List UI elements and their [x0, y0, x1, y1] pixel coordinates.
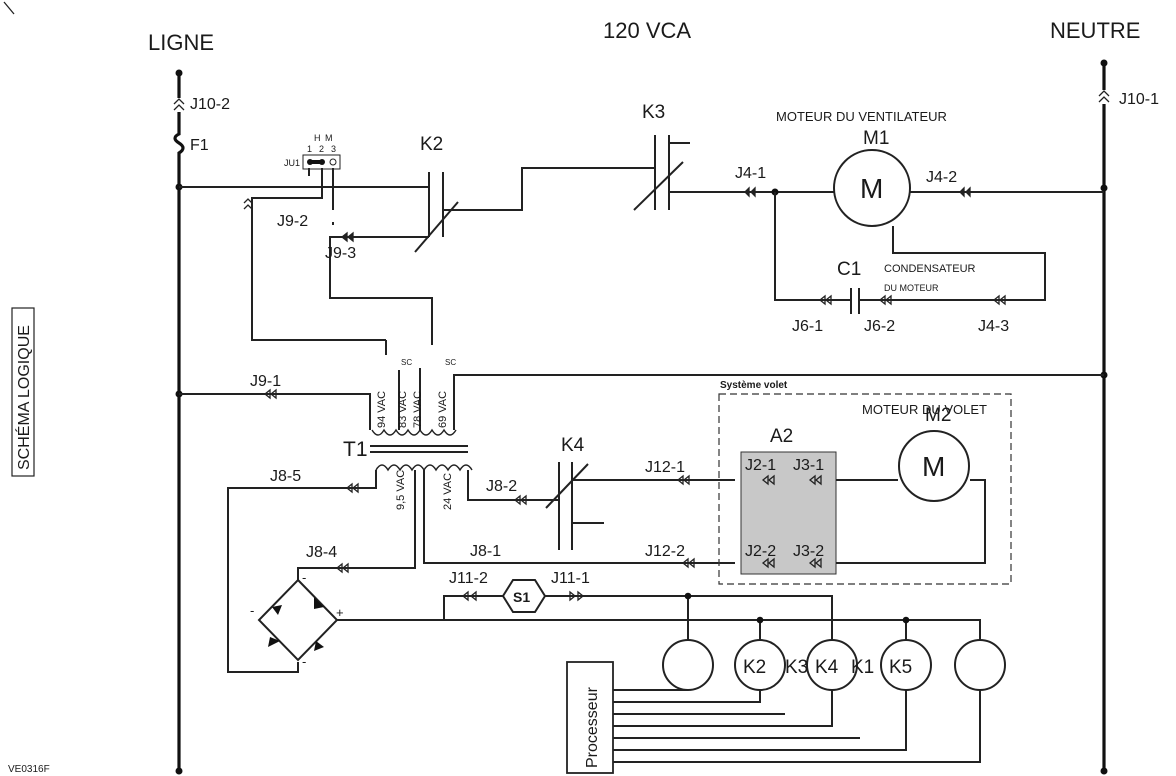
- label-j12-1: J12-1: [645, 459, 685, 476]
- side-label: SCHÉMA LOGIQUE: [14, 325, 33, 470]
- label-m1: M1: [863, 128, 889, 149]
- arrow-marks-a2: [761, 474, 822, 569]
- bridge-plus: +: [336, 605, 344, 620]
- header-neutre: NEUTRE: [1050, 18, 1140, 43]
- bridge-rectifier: [257, 578, 339, 662]
- processor-label: Processeur: [584, 686, 601, 768]
- label-j6-1: J6-1: [792, 318, 823, 335]
- label-k2: K2: [420, 134, 443, 155]
- arrow-marks-k3: [744, 186, 971, 198]
- label-damper-motor: MOTEUR DU VOLET: [862, 402, 987, 417]
- relay-label-k4: K4: [815, 657, 839, 678]
- processor-box: [566, 661, 614, 774]
- side-label-box: [11, 307, 35, 477]
- label-j2-1: J2-1: [745, 457, 776, 474]
- relay-label-k2: K2: [743, 657, 766, 678]
- label-ju1-p2: 2: [319, 144, 324, 154]
- label-sc-2: SC: [445, 358, 456, 367]
- corner-mark: [3, 1, 15, 15]
- m2-wiring: [836, 479, 986, 564]
- label-capacitor-l2: DU MOTEUR: [884, 283, 939, 293]
- top-wiring: [179, 167, 640, 355]
- relay-label-k5: K5: [889, 657, 912, 678]
- s1-sensor: [501, 579, 547, 613]
- label-j4-1: J4-1: [735, 165, 766, 182]
- m1-symbol: M: [860, 173, 883, 204]
- label-j10-1: J10-1: [1119, 91, 1159, 108]
- header-ligne: LIGNE: [148, 30, 214, 55]
- label-j12-2: J12-2: [645, 543, 685, 560]
- bridge-minus-bottom: -: [302, 654, 306, 669]
- label-ju1-p3: 3: [331, 144, 336, 154]
- label-j3-2: J3-2: [793, 543, 824, 560]
- tap-94: 94 VAC: [376, 391, 388, 428]
- label-ju1-h: H: [314, 133, 321, 143]
- label-j9-1: J9-1: [250, 373, 281, 390]
- label-j10-2: J10-2: [190, 96, 230, 113]
- tap-24: 24 VAC: [442, 473, 454, 510]
- a2-module: [740, 451, 837, 575]
- m2-damper-motor: [898, 430, 970, 502]
- label-capacitor-l1: CONDENSATEUR: [884, 263, 976, 275]
- arrow-j9-1: [263, 388, 277, 400]
- relay-label-k1: K1: [851, 657, 874, 678]
- tap-78: 78 VAC: [412, 391, 424, 428]
- tap-83: 83 VAC: [397, 391, 409, 428]
- label-j9-3: J9-3: [325, 245, 356, 262]
- m1-fan-motor: [833, 149, 911, 227]
- header-voltage: 120 VCA: [603, 18, 691, 43]
- secondary-wiring: [227, 470, 735, 673]
- label-fan-motor: MOTEUR DU VENTILATEUR: [776, 109, 947, 124]
- tap-69: 69 VAC: [437, 391, 449, 428]
- arrow-marks-s1: [461, 590, 585, 602]
- m2-symbol: M: [922, 451, 945, 482]
- label-a2: A2: [770, 426, 793, 447]
- bridge-minus-top: -: [302, 570, 306, 585]
- k4-contact: [545, 462, 604, 550]
- ju1-jumper: [302, 154, 341, 170]
- relay-label-k3: K3: [785, 657, 808, 678]
- label-k4-top: K4: [561, 435, 585, 456]
- label-s1: S1: [513, 589, 530, 605]
- label-j4-3: J4-3: [978, 318, 1009, 335]
- processor-outputs: [613, 689, 981, 763]
- label-j9-2: J9-2: [277, 213, 308, 230]
- label-j3-1: J3-1: [793, 457, 824, 474]
- label-j8-4: J8-4: [306, 544, 337, 561]
- label-j11-2: J11-2: [449, 570, 488, 587]
- label-t1: T1: [343, 438, 368, 461]
- dc-bus: [337, 592, 981, 640]
- label-j8-5: J8-5: [270, 468, 301, 485]
- tap-9-5: 9,5 VAC: [395, 470, 407, 510]
- transformer-t1: [179, 368, 1104, 472]
- label-j11-1: J11-1: [551, 570, 590, 587]
- label-ju1-m: M: [325, 133, 333, 143]
- label-j2-2: J2-2: [745, 543, 776, 560]
- arrow-marks-secondary: [335, 474, 695, 574]
- label-damper-system: Système volet: [720, 380, 788, 391]
- label-ju1: JU1: [284, 158, 300, 168]
- label-c1: C1: [837, 259, 861, 280]
- label-j8-2: J8-2: [486, 478, 517, 495]
- line-rail: [173, 69, 185, 775]
- figure-code: VE0316F: [8, 764, 50, 775]
- label-m2: M2: [925, 405, 951, 426]
- label-j6-2: J6-2: [864, 318, 895, 335]
- k3-contact: [633, 135, 1104, 211]
- label-j4-2: J4-2: [926, 169, 957, 186]
- label-f1: F1: [190, 137, 209, 154]
- label-ju1-p1: 1: [307, 144, 312, 154]
- relay-coil-5: [954, 639, 1006, 691]
- relay-coil-1: [662, 639, 714, 691]
- bridge-minus-left: -: [250, 603, 254, 618]
- label-k3-top: K3: [642, 102, 665, 123]
- label-j8-1: J8-1: [470, 543, 501, 560]
- arrow-marks: [243, 198, 354, 243]
- capacitor-loop: [774, 192, 1046, 314]
- label-sc-1: SC: [401, 358, 412, 367]
- neutral-rail: [1098, 59, 1110, 775]
- damper-system-box: [718, 393, 1012, 585]
